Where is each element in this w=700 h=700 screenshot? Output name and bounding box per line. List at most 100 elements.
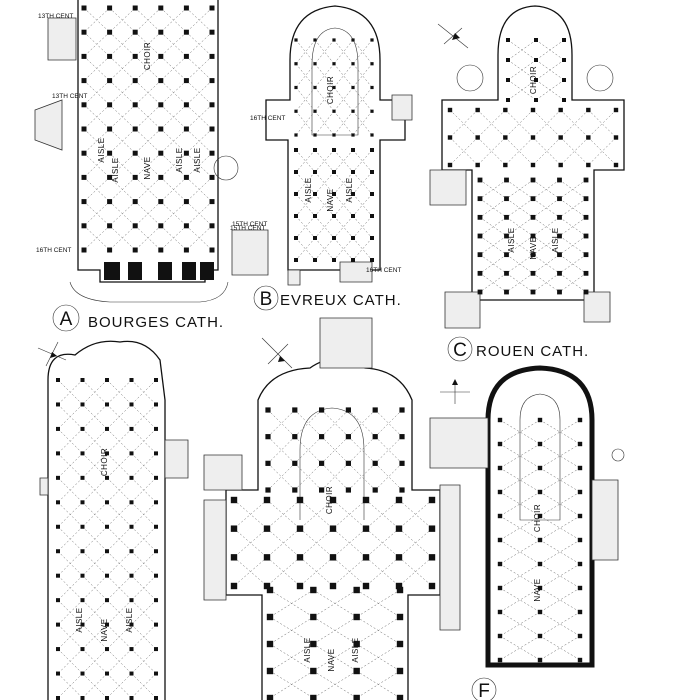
- room-label-aisle: AISLE: [507, 227, 516, 252]
- room-label-nave: NAVE: [326, 188, 335, 211]
- pier: [129, 451, 134, 456]
- pier: [209, 5, 215, 11]
- pier: [107, 29, 113, 35]
- pier: [530, 107, 536, 113]
- pier: [230, 554, 238, 561]
- pier: [583, 233, 589, 239]
- pier: [503, 135, 508, 140]
- pier: [80, 500, 85, 505]
- pier: [562, 98, 566, 102]
- room-label-aisle: AISLE: [303, 637, 312, 662]
- plate-caption: BOURGES CATH.: [88, 314, 224, 331]
- pier: [586, 135, 591, 140]
- plan-lower-middle: CHOIR AISLE NAVE AISLE: [203, 317, 461, 700]
- pier: [158, 78, 164, 84]
- pier: [497, 513, 503, 519]
- pier: [537, 441, 543, 447]
- pier: [56, 402, 60, 407]
- pier: [351, 214, 355, 218]
- plate-letter: B: [260, 289, 273, 310]
- pier: [428, 582, 436, 590]
- pier: [129, 402, 134, 407]
- pier: [266, 667, 274, 675]
- pier: [296, 525, 304, 532]
- north-arrow-icon: [437, 23, 469, 49]
- plate-letter-circle: [471, 677, 497, 700]
- pier: [475, 107, 480, 113]
- pier: [310, 694, 317, 700]
- pier: [583, 270, 589, 276]
- pier: [477, 270, 483, 276]
- pier: [183, 150, 189, 156]
- pier: [129, 647, 134, 652]
- pier: [56, 524, 60, 529]
- pier: [263, 582, 271, 590]
- room-label-choir: CHOIR: [143, 42, 152, 70]
- pier: [534, 58, 538, 62]
- pier: [345, 434, 351, 440]
- room-label-nave: NAVE: [100, 618, 109, 641]
- pier: [497, 441, 503, 447]
- pier: [80, 622, 85, 627]
- pier: [292, 407, 298, 413]
- pier: [158, 223, 164, 229]
- pier: [129, 426, 134, 431]
- pier: [534, 78, 538, 82]
- century-note: 16TH CENT: [250, 115, 285, 122]
- pier: [447, 162, 453, 168]
- pier: [296, 554, 304, 561]
- pier: [80, 426, 85, 431]
- pier: [107, 199, 113, 205]
- pier: [583, 177, 589, 183]
- chapel-annex: [231, 229, 269, 276]
- room-label-choir: CHOIR: [100, 448, 109, 476]
- pier: [56, 647, 60, 652]
- pier: [497, 489, 503, 495]
- pier: [497, 561, 503, 567]
- pier: [497, 537, 503, 543]
- pier: [310, 667, 317, 675]
- pier: [332, 192, 336, 196]
- pier: [107, 247, 113, 253]
- pier: [370, 192, 374, 196]
- plate-letter-circle: [52, 304, 80, 332]
- pier: [56, 622, 60, 627]
- pier: [353, 613, 360, 621]
- pier: [577, 489, 583, 495]
- pier: [537, 489, 543, 495]
- pier: [105, 549, 109, 554]
- pier: [504, 289, 509, 295]
- pier: [503, 107, 508, 113]
- pier: [477, 214, 483, 220]
- pier: [345, 407, 351, 413]
- pier: [399, 487, 405, 493]
- pier: [81, 53, 87, 59]
- pier: [105, 647, 109, 652]
- pier: [294, 236, 298, 240]
- pier: [129, 598, 134, 603]
- century-note: 16TH CENT: [36, 247, 71, 254]
- pier: [351, 236, 355, 240]
- plan-lower-right: CHOIR NAVE F: [429, 365, 625, 700]
- pier: [154, 549, 158, 554]
- pier: [154, 500, 158, 505]
- pier: [209, 150, 215, 156]
- north-arrow-icon: [440, 379, 470, 404]
- pier: [129, 573, 134, 578]
- room-label-aisle: AISLE: [175, 147, 184, 172]
- room-label-aisle: AISLE: [351, 637, 360, 662]
- pier: [183, 29, 189, 35]
- pier: [577, 417, 583, 423]
- pier: [332, 62, 336, 66]
- pier: [292, 487, 298, 493]
- pier: [577, 609, 583, 615]
- pier: [475, 135, 480, 140]
- pier: [265, 434, 271, 440]
- pier: [209, 199, 215, 205]
- pier: [329, 525, 337, 532]
- pier: [351, 133, 355, 137]
- pier: [80, 598, 85, 603]
- pier: [154, 451, 158, 456]
- pier: [107, 53, 113, 59]
- room-label-aisle: AISLE: [97, 137, 106, 162]
